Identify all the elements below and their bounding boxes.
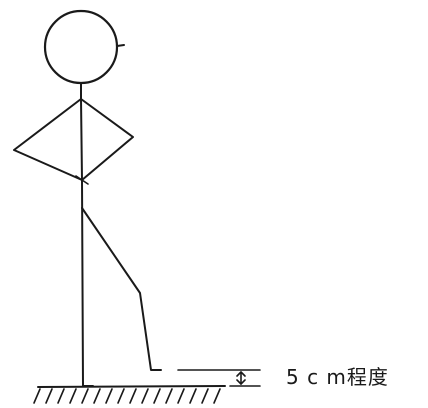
figure-raised-leg [81, 207, 162, 371]
figure-head [43, 9, 125, 85]
height-dimension-marker [177, 369, 261, 387]
height-label: 5 c m程度 [286, 365, 389, 389]
figure-body [80, 82, 84, 387]
figure-arms [13, 98, 134, 185]
ground-line [33, 385, 226, 404]
ground-hatching [33, 388, 221, 404]
